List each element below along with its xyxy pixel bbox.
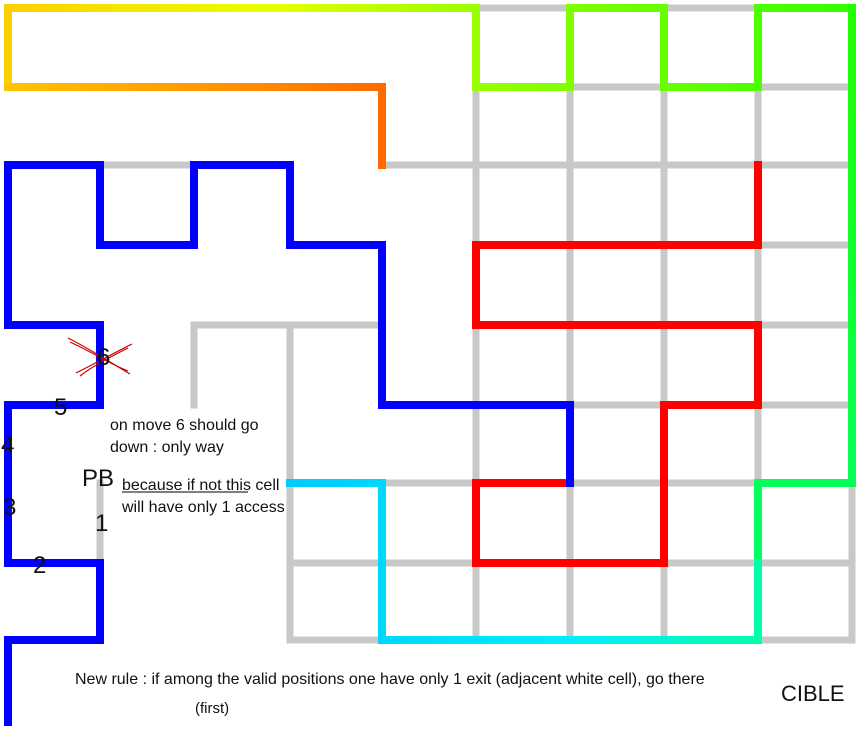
move-number-2: 2	[33, 552, 47, 579]
path-segment-green	[472, 4, 856, 91]
move-number-6: 6	[97, 344, 111, 371]
move-number-5: 5	[54, 394, 68, 421]
path-segment-orange	[4, 83, 386, 169]
note-move6: on move 6 should go down : only way	[110, 417, 259, 456]
pb-label: PB	[82, 465, 115, 492]
target-label: CIBLE	[781, 681, 845, 706]
note-because: because if not this cell will have only …	[122, 477, 285, 516]
path-segment-cyan	[286, 479, 762, 644]
path-segment-right-edge	[754, 4, 856, 567]
new-rule-note: New rule : if among the valid positions …	[75, 671, 705, 688]
cross-mark	[67, 337, 133, 377]
move-number-4: 4	[1, 432, 15, 459]
path-segment-red	[472, 161, 762, 567]
snake-path	[4, 4, 856, 726]
path-segment-yellow	[4, 4, 480, 91]
move-number-1: 1	[95, 510, 109, 537]
path-segment-blue-main	[4, 161, 574, 726]
first-note: (first)	[195, 700, 230, 717]
move-number-3: 3	[3, 494, 17, 521]
